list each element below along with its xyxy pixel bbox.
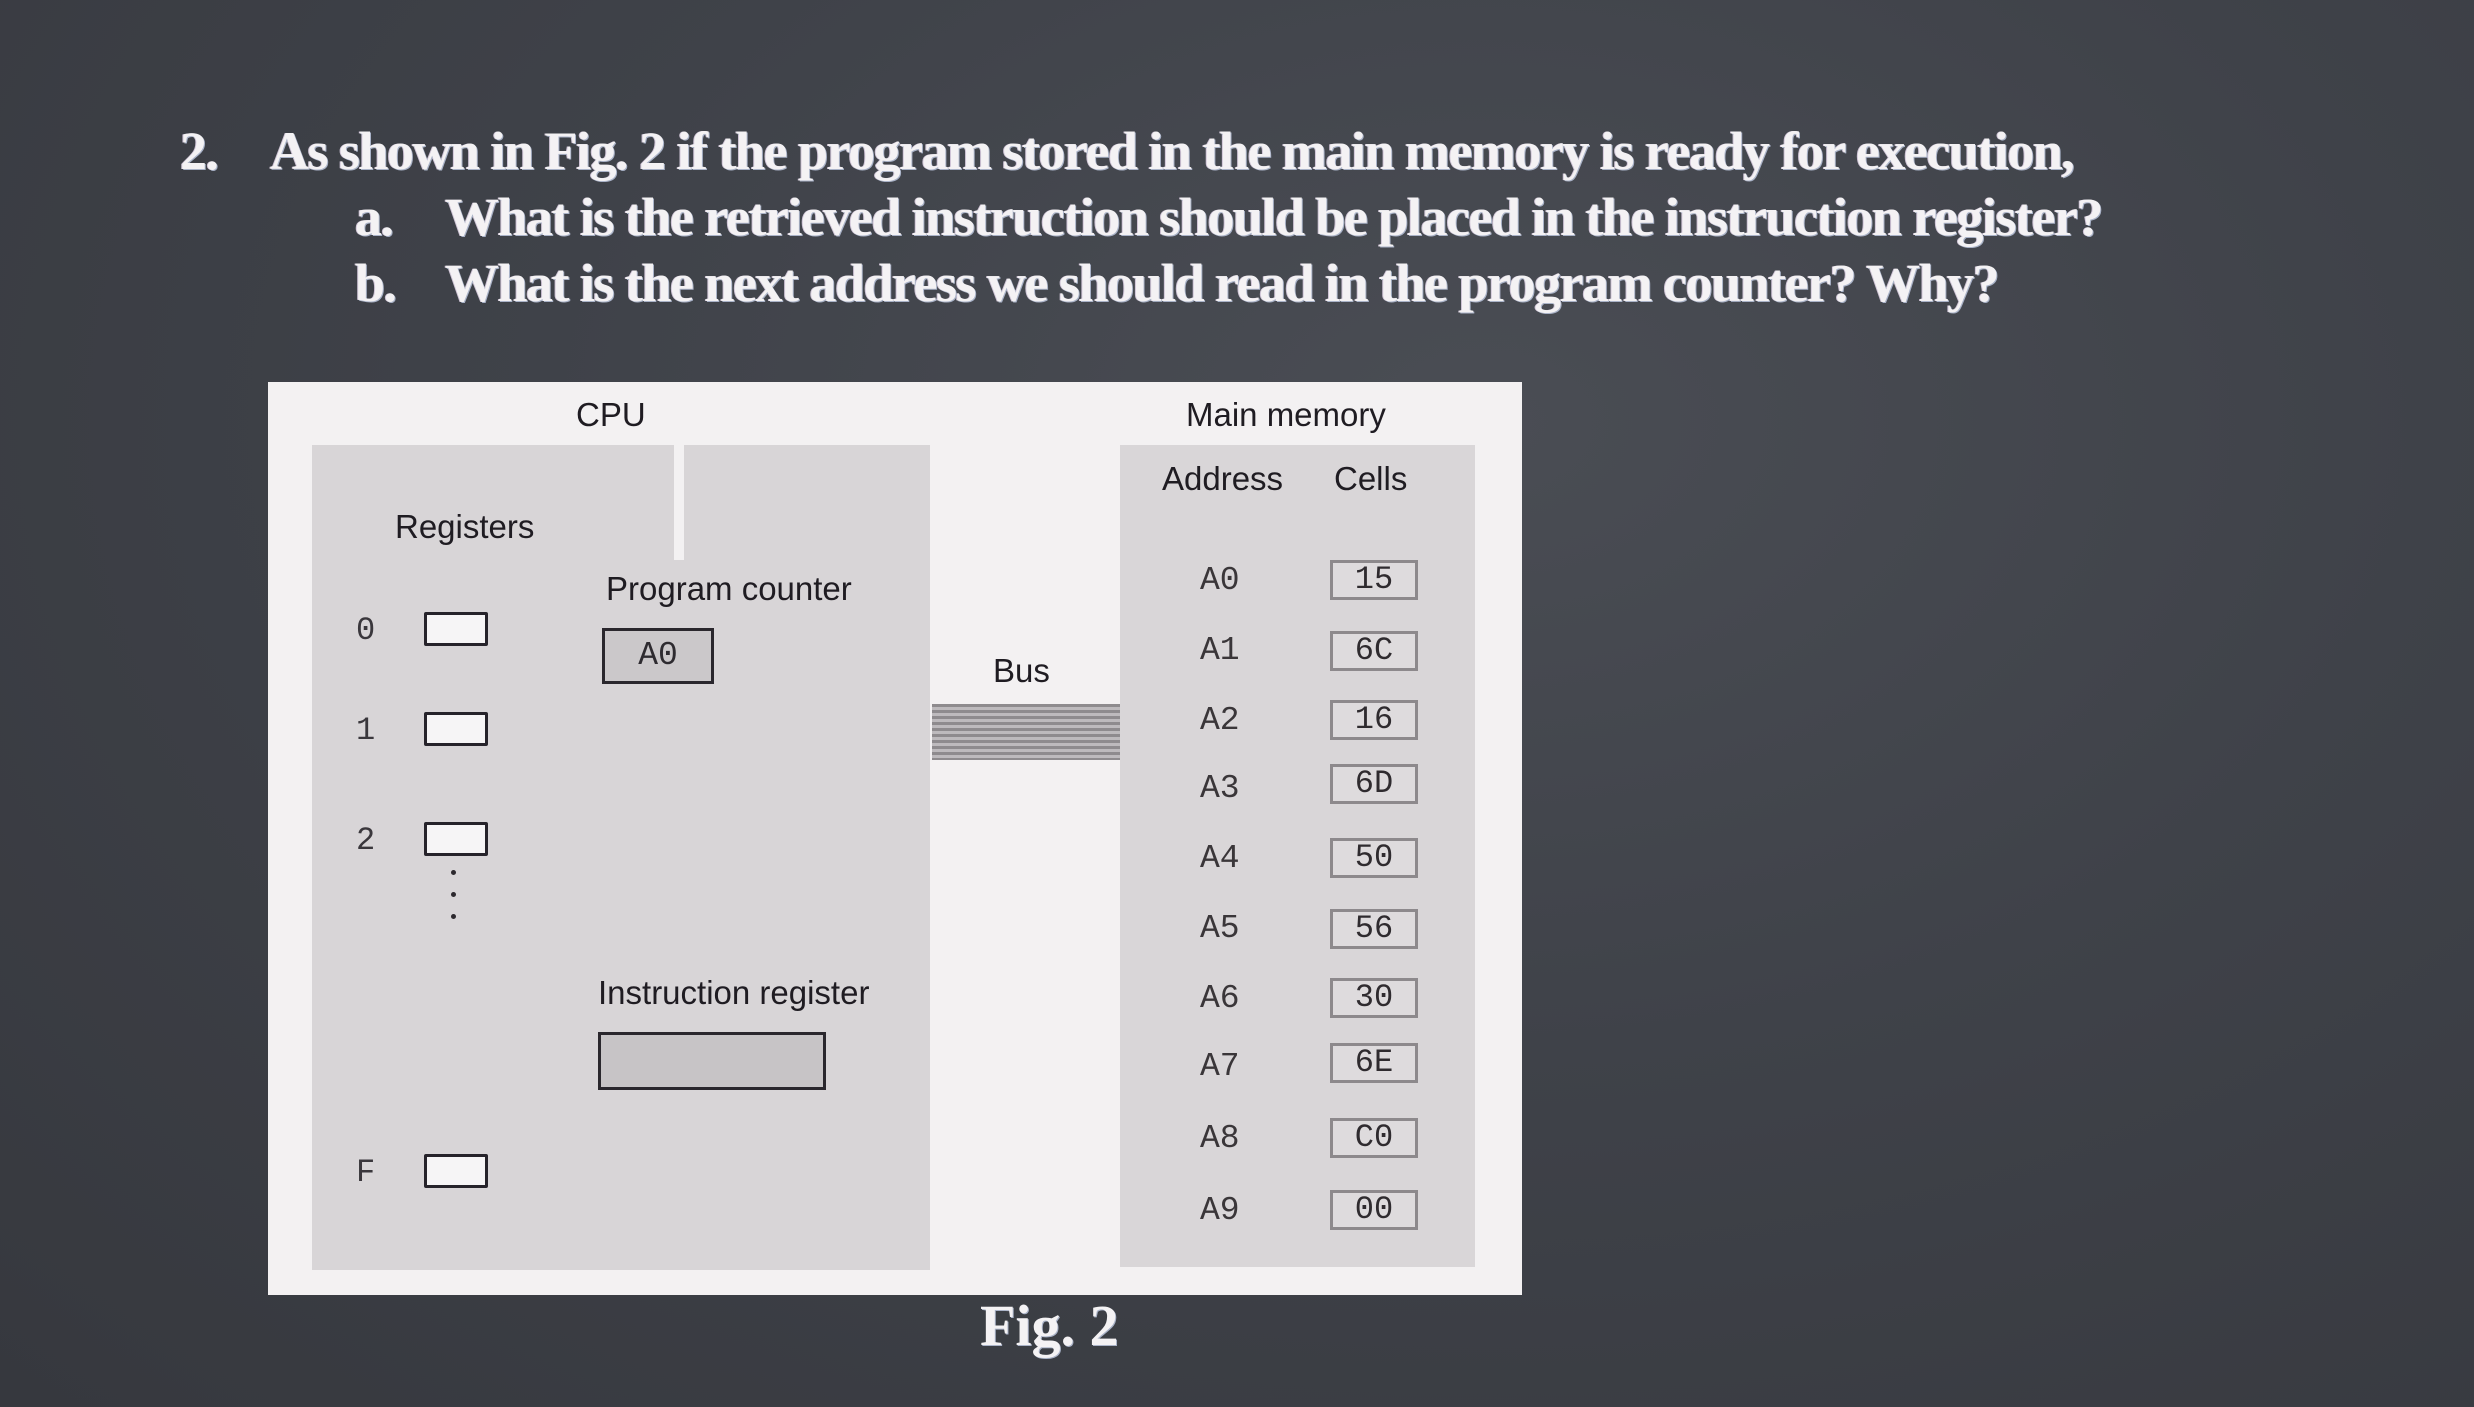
part-a-text: What is the retrieved instruction should… — [445, 187, 2103, 247]
memory-cell: 6E — [1330, 1043, 1418, 1083]
memory-cell: 30 — [1330, 978, 1418, 1018]
register-index-2: 2 — [356, 822, 376, 859]
registers-title: Registers — [395, 508, 535, 545]
memory-address: A8 — [1200, 1120, 1240, 1157]
address-header: Address — [1162, 460, 1284, 497]
question-text: As shown in Fig. 2 if the program stored… — [270, 121, 2075, 181]
register-f — [424, 1154, 488, 1188]
cpu-title: CPU — [576, 396, 646, 433]
memory-cell: 15 — [1330, 560, 1418, 600]
register-index-0: 0 — [356, 612, 376, 649]
ellipsis-dot — [451, 870, 456, 875]
ellipsis-dot — [451, 892, 456, 897]
memory-address: A6 — [1200, 980, 1240, 1017]
memory-address: A1 — [1200, 632, 1240, 669]
program-counter-label: Program counter — [606, 570, 852, 607]
memory-address: A3 — [1200, 770, 1240, 807]
register-1 — [424, 712, 488, 746]
memory-cell: 50 — [1330, 838, 1418, 878]
memory-cell: 16 — [1330, 700, 1418, 740]
register-0 — [424, 612, 488, 646]
register-index-1: 1 — [356, 712, 376, 749]
memory-cell: 6C — [1330, 631, 1418, 671]
memory-address: A4 — [1200, 840, 1240, 877]
cpu-memory-diagram: CPU Registers 0 1 2 F Program counter A0… — [268, 382, 1522, 1295]
memory-address: A5 — [1200, 910, 1240, 947]
memory-cell: 00 — [1330, 1190, 1418, 1230]
part-a-label: a. — [355, 187, 394, 247]
memory-address: A2 — [1200, 702, 1240, 739]
cells-header: Cells — [1334, 460, 1408, 497]
memory-cell: C0 — [1330, 1118, 1418, 1158]
ellipsis-dot — [451, 914, 456, 919]
register-2 — [424, 822, 488, 856]
program-counter-value: A0 — [602, 628, 714, 684]
cpu-panel — [312, 445, 930, 1270]
figure-caption: Fig. 2 — [980, 1293, 1119, 1358]
part-b-text: What is the next address we should read … — [445, 253, 2000, 313]
instruction-register-box — [598, 1032, 826, 1090]
part-b-label: b. — [355, 253, 397, 313]
memory-cell: 56 — [1330, 909, 1418, 949]
memory-cell: 6D — [1330, 764, 1418, 804]
main-memory-title: Main memory — [1186, 396, 1386, 433]
instruction-register-label: Instruction register — [598, 974, 870, 1011]
cpu-divider-line — [674, 445, 684, 560]
bus-label: Bus — [993, 652, 1050, 689]
memory-address: A0 — [1200, 562, 1240, 599]
register-index-f: F — [356, 1154, 376, 1191]
bus-lines — [932, 704, 1120, 760]
memory-address: A7 — [1200, 1048, 1240, 1085]
memory-panel — [1120, 445, 1475, 1267]
question-number: 2. — [180, 121, 219, 181]
memory-address: A9 — [1200, 1192, 1240, 1229]
